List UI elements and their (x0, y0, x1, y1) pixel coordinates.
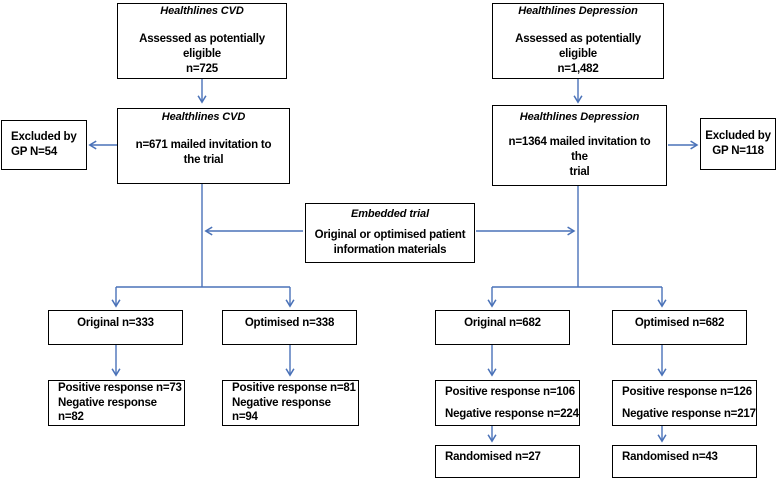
node-cvd-assessed-line1: Assessed as potentially eligible (139, 32, 265, 60)
node-dep-optimised: Optimised n=682 (612, 310, 747, 345)
node-dep-original-negative: Negative response n=224 (445, 407, 579, 420)
node-cvd-optimised-positive: Positive response n=81 (232, 381, 356, 394)
node-dep-original: Original n=682 (435, 310, 570, 345)
node-cvd-original: Original n=333 (48, 310, 183, 345)
node-cvd-original-label: Original n=333 (77, 317, 154, 329)
node-cvd-mailed-title: Healthlines CVD (161, 111, 246, 124)
node-embedded-trial: Embedded trial Original or optimised pat… (305, 203, 475, 263)
node-cvd-optimised: Optimised n=338 (222, 310, 357, 345)
node-dep-optimised-label: Optimised n=682 (634, 317, 725, 329)
node-dep-optimised-negative: Negative response n=217 (622, 407, 756, 420)
node-excluded-cvd-line2: GP N=54 (11, 146, 58, 158)
node-dep-optimised-randomised: Randomised n=43 (612, 445, 757, 478)
node-dep-original-positive: Positive response n=106 (445, 385, 575, 398)
node-cvd-optimised-negative: Negative response n=94 (232, 396, 331, 424)
node-cvd-optimised-label: Optimised n=338 (244, 317, 335, 329)
node-cvd-optimised-response: Positive response n=81 Negative response… (222, 380, 359, 426)
node-excluded-dep-line2: GP N=118 (712, 145, 764, 157)
node-dep-assessed-line2: n=1,482 (557, 62, 599, 75)
node-dep-assessed-line1: Assessed as potentially eligible (515, 32, 641, 60)
node-excluded-cvd-line1: Excluded by (11, 131, 77, 144)
node-cvd-assessed: Healthlines CVD Assessed as potentially … (117, 3, 287, 79)
node-cvd-assessed-line2: n=725 (186, 62, 218, 75)
node-dep-mailed: Healthlines Depression n=1364 mailed inv… (492, 105, 667, 186)
node-dep-optimised-randomised-label: Randomised n=43 (622, 451, 718, 463)
node-dep-assessed: Healthlines Depression Assessed as poten… (492, 3, 664, 79)
node-excluded-by-gp-cvd: Excluded by GP N=54 (1, 120, 87, 170)
node-cvd-original-response: Positive response n=73 Negative response… (48, 380, 185, 426)
node-dep-mailed-line2: trial (569, 165, 590, 178)
node-excluded-by-gp-dep: Excluded by GP N=118 (700, 118, 776, 170)
node-embedded-trial-line1: Original or optimised patient (314, 229, 466, 242)
node-cvd-assessed-title: Healthlines CVD (160, 5, 244, 18)
node-embedded-trial-line2: information materials (333, 244, 447, 257)
node-dep-original-label: Original n=682 (464, 317, 541, 329)
node-dep-original-randomised: Randomised n=27 (435, 445, 580, 478)
node-cvd-original-negative: Negative response n=82 (58, 396, 157, 424)
node-dep-mailed-line1: n=1364 mailed invitation to the (508, 135, 651, 163)
node-dep-original-randomised-label: Randomised n=27 (445, 451, 541, 463)
node-dep-assessed-title: Healthlines Depression (518, 5, 638, 18)
node-excluded-dep-line1: Excluded by (705, 130, 771, 143)
node-cvd-mailed: Healthlines CVD n=671 mailed invitation … (117, 108, 290, 184)
node-cvd-mailed-line1: n=671 mailed invitation to the trial (135, 138, 272, 166)
node-dep-optimised-positive: Positive response n=126 (622, 385, 752, 398)
node-embedded-trial-title: Embedded trial (350, 207, 430, 220)
node-cvd-original-positive: Positive response n=73 (58, 381, 182, 394)
node-dep-original-response: Positive response n=106 Negative respons… (435, 380, 580, 426)
node-dep-mailed-title: Healthlines Depression (519, 111, 640, 124)
node-dep-optimised-response: Positive response n=126 Negative respons… (612, 380, 757, 426)
